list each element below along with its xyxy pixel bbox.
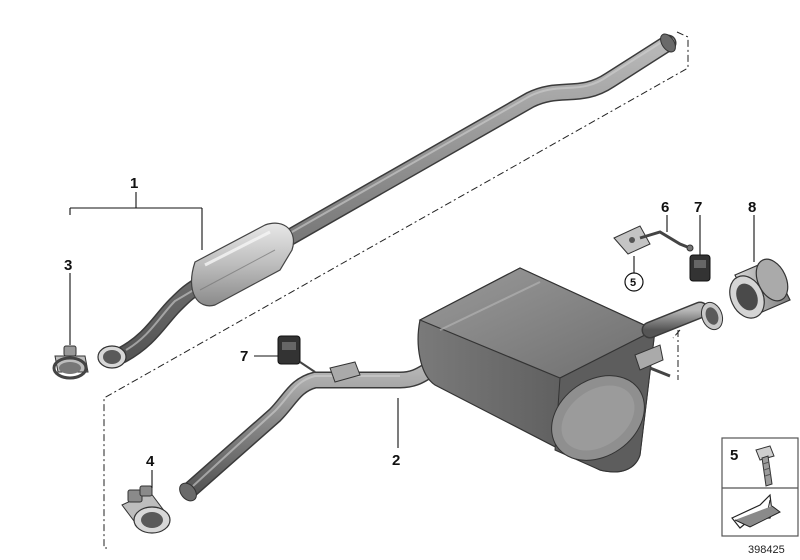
- bolt-icon: [755, 445, 775, 487]
- muffler-hanger-bracket: [613, 225, 694, 255]
- callout-part-4: 4: [146, 453, 155, 470]
- circled-reference-5: 5: [624, 256, 644, 292]
- callout-part-2: 2: [392, 452, 400, 469]
- callout-part-8: 8: [748, 199, 756, 216]
- diagram-number: 398425: [748, 544, 785, 556]
- direction-arrow-icon: [731, 493, 781, 529]
- svg-text:5: 5: [630, 277, 636, 289]
- callout-part-3: 3: [64, 257, 72, 274]
- leader-lines: [69, 192, 755, 488]
- rubber-mount-left: [277, 335, 316, 373]
- front-pipe-with-catalytic-converter: [97, 33, 677, 369]
- legend-part-5: 5: [730, 447, 738, 464]
- assembly-outline: [103, 31, 689, 549]
- callout-part-1: 1: [130, 175, 138, 192]
- rear-muffler: [417, 267, 724, 473]
- rear-pipe-clamp: [121, 485, 171, 534]
- legend-box: 5: [721, 437, 799, 537]
- callout-part-7-right: 7: [694, 199, 702, 216]
- callout-part-6: 6: [661, 199, 669, 216]
- rear-silencer-pipe: [179, 356, 449, 502]
- front-pipe-clamp: [52, 345, 89, 380]
- exhaust-tip: [729, 258, 791, 319]
- callout-part-7-left: 7: [240, 348, 248, 365]
- rubber-mount-right: [689, 254, 711, 282]
